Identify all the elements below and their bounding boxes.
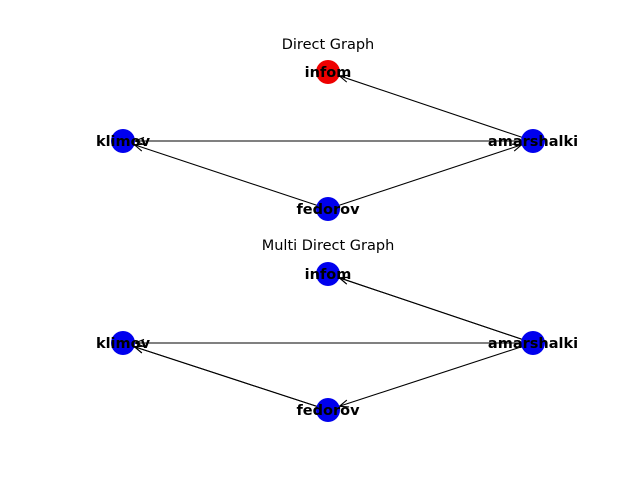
direct-graph-panel: Direct Graph infom klimov amarshalki fedoro… — [96, 37, 578, 221]
node-label: infom — [305, 267, 352, 283]
node-label: fedorov — [296, 202, 360, 218]
node-circle — [316, 262, 340, 286]
multi-direct-graph-edges — [132, 276, 534, 411]
node-label: amarshalki — [488, 336, 578, 352]
multi-direct-graph-title: Multi Direct Graph — [262, 238, 395, 254]
edge-line — [339, 277, 534, 344]
multi-direct-graph-panel: Multi Direct Graph infom klimov amarshalki… — [96, 238, 578, 422]
node-amarshalki: amarshalki — [488, 331, 578, 355]
node-klimov: klimov — [96, 331, 151, 355]
edge-line — [339, 342, 534, 407]
node-klimov: klimov — [96, 129, 151, 153]
edge-line — [327, 144, 522, 210]
edge-arrowhead — [132, 345, 145, 354]
node-fedorov: fedorov — [296, 398, 360, 422]
direct-graph-nodes: infom klimov amarshalki fedorov — [96, 60, 578, 221]
node-circle — [316, 197, 340, 221]
node-circle — [316, 398, 340, 422]
edge-line — [134, 144, 329, 210]
direct-graph-title: Direct Graph — [282, 37, 375, 53]
node-amarshalki: amarshalki — [488, 129, 578, 153]
node-label: klimov — [96, 336, 151, 352]
node-label: infom — [305, 65, 352, 81]
edge-line — [339, 75, 534, 142]
node-circle — [316, 60, 340, 84]
node-circle — [111, 331, 135, 355]
node-infom: infom — [305, 262, 352, 286]
multi-direct-graph-nodes: infom klimov amarshalki fedorov — [96, 262, 578, 422]
node-label: klimov — [96, 134, 151, 150]
edge-fedorov-to-amarshalki — [327, 143, 524, 210]
edge-arrowhead — [511, 143, 524, 152]
edge-fedorov-to-klimov — [132, 345, 329, 411]
edge-line — [134, 346, 329, 411]
node-circle — [521, 331, 545, 355]
node-fedorov: fedorov — [296, 197, 360, 221]
node-circle — [521, 129, 545, 153]
node-label: fedorov — [296, 403, 360, 419]
node-infom: infom — [305, 60, 352, 84]
node-label: amarshalki — [488, 134, 578, 150]
node-circle — [111, 129, 135, 153]
